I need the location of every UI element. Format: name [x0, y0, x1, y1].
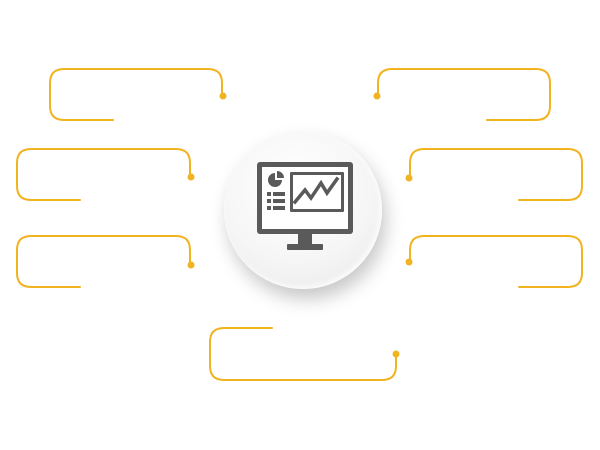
connector-dot-middle-left [187, 173, 195, 181]
callout-frame-middle-left [16, 148, 191, 201]
connector-dot-top-left [219, 92, 227, 100]
callout-frame-lower-left [16, 235, 191, 288]
callout-frame-top-right [377, 68, 551, 121]
callout-frame-bottom-center [209, 327, 397, 381]
callout-frame-top-left [49, 68, 223, 121]
connector-dot-bottom-center [392, 350, 400, 358]
connector-dot-middle-right [405, 174, 413, 182]
connector-dot-lower-right [405, 258, 413, 266]
monitor-analytics-icon [257, 162, 353, 250]
connector-dot-top-right [373, 92, 381, 100]
connector-dot-lower-left [187, 261, 195, 269]
callout-frame-middle-right [409, 148, 583, 201]
callout-frame-lower-right [409, 235, 583, 288]
